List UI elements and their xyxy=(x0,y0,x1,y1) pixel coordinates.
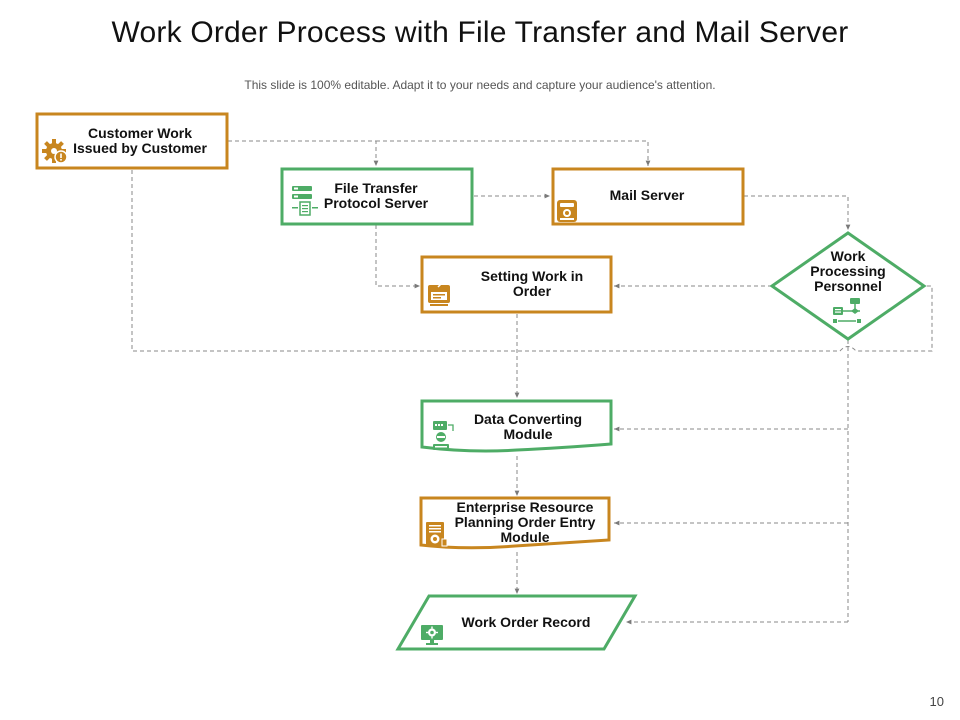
erp-module-label: Enterprise Resource Planning Order Entry… xyxy=(454,498,596,545)
node-file-transfer xyxy=(280,167,474,226)
node-mail-server xyxy=(551,167,745,226)
connector-customer-to-mail xyxy=(376,140,651,166)
node-work-processing xyxy=(769,231,927,341)
node-erp-module xyxy=(419,496,611,550)
clipboard-icon xyxy=(428,280,450,306)
network-flow-icon xyxy=(833,298,861,323)
document-gear-icon xyxy=(426,522,448,547)
node-customer-work xyxy=(35,112,229,170)
setting-work-label: Setting Work in Order xyxy=(480,268,584,299)
work-order-record-label: Work Order Record xyxy=(461,613,591,630)
monitor-gear-icon xyxy=(421,625,443,645)
connector-mail-to-personnel xyxy=(744,195,851,230)
connector-ftp-to-setting xyxy=(375,225,420,289)
work-processing-label: Work Processing Personnel xyxy=(810,247,886,294)
page-subtitle: This slide is 100% editable. Adapt it to… xyxy=(244,78,716,92)
file-transfer-label: File Transfer Protocol Server xyxy=(323,180,429,211)
node-work-order-record xyxy=(395,594,638,651)
customer-work-label: Customer Work Issued by Customer xyxy=(73,125,207,156)
node-setting-work xyxy=(420,255,613,314)
data-converting-label: Data Converting Module xyxy=(473,411,583,442)
page-title: Work Order Process with File Transfer an… xyxy=(111,16,849,49)
gear-alert-icon xyxy=(42,139,68,164)
server-document-icon xyxy=(292,186,318,216)
mail-server-icon xyxy=(557,200,577,222)
data-convert-icon xyxy=(433,421,454,450)
mail-server-label: Mail Server xyxy=(609,186,685,203)
connector-customer-to-ftp xyxy=(228,140,379,166)
connector-customer-loop xyxy=(131,170,933,352)
slide-number: 10 xyxy=(929,694,944,709)
